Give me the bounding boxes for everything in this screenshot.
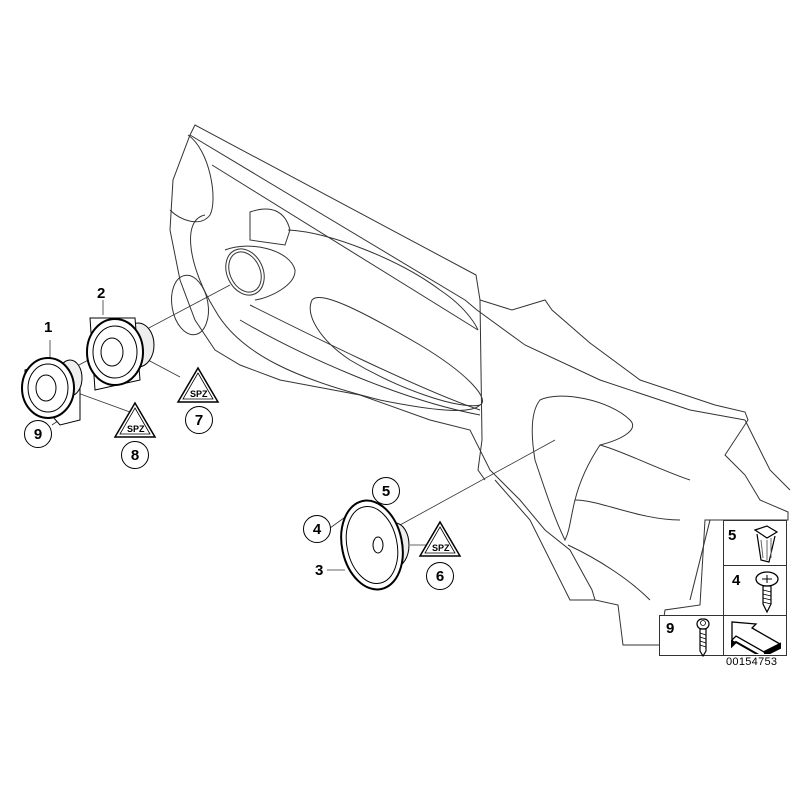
callout-9[interactable]: 9 xyxy=(24,420,52,448)
callout-7[interactable]: 7 xyxy=(185,406,213,434)
direction-arrow-icon xyxy=(731,621,782,654)
catalog-number: 00154753 xyxy=(726,656,778,668)
speaker-3 xyxy=(340,499,410,591)
svg-text:SPZ: SPZ xyxy=(127,424,145,434)
callout-8[interactable]: 8 xyxy=(121,441,149,469)
armrest-outline xyxy=(190,214,481,411)
svg-text:SPZ: SPZ xyxy=(190,389,208,399)
callout-1[interactable]: 1 xyxy=(44,319,53,336)
warning-triangle-icon: SPZ xyxy=(113,401,157,438)
legend-cell-arrow xyxy=(723,615,787,656)
callout-5[interactable]: 5 xyxy=(372,477,400,505)
legend-cell-4[interactable]: 4 xyxy=(723,565,787,616)
warning-triangle-icon: SPZ xyxy=(418,520,462,557)
warning-triangle-icon: SPZ xyxy=(176,366,220,403)
door-panel-outline xyxy=(169,124,789,646)
clip-nut-icon xyxy=(753,525,779,563)
pan-head-screw-icon xyxy=(696,618,710,657)
door-pocket xyxy=(531,395,633,542)
legend-cell-9[interactable]: 9 xyxy=(659,615,724,657)
callout-4[interactable]: 4 xyxy=(303,515,331,543)
speaker-2 xyxy=(86,317,155,391)
washer-head-screw-icon xyxy=(755,571,779,614)
legend-cell-5[interactable]: 5 xyxy=(723,520,787,566)
callout-3[interactable]: 3 xyxy=(315,562,324,579)
speaker-opening xyxy=(225,248,265,296)
callout-6[interactable]: 6 xyxy=(426,562,454,590)
svg-text:SPZ: SPZ xyxy=(432,543,450,553)
callout-2[interactable]: 2 xyxy=(97,285,106,302)
speaker-1 xyxy=(21,357,83,426)
door-handle-recess xyxy=(309,296,483,407)
